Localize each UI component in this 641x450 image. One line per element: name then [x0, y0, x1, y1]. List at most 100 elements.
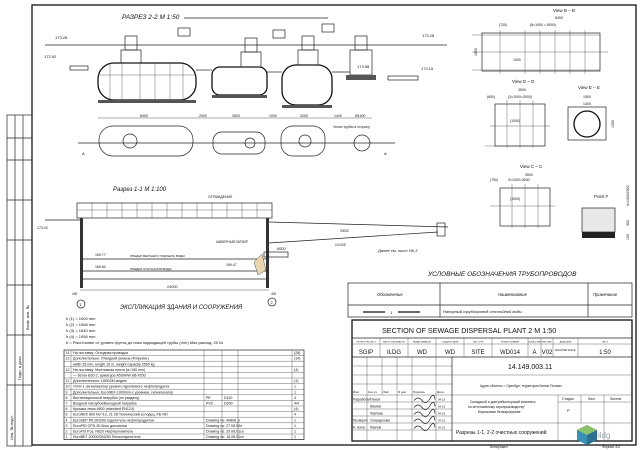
dimension: 1300: [583, 102, 591, 106]
view-title: Point F: [594, 194, 609, 199]
spec-name: EuroFIX Pos. N620 Нефтеуловитель: [73, 430, 133, 434]
signature-row: Иванов 04.15: [370, 401, 445, 410]
view-title: View B – B: [553, 8, 575, 13]
view-title: View C – C: [520, 164, 543, 169]
spec-name: Входной патрубок/Выходной патрубок: [73, 402, 137, 406]
elevation: 173.58: [357, 64, 370, 69]
pipe-length: 20000: [340, 229, 349, 233]
dimension: (8×1000 = 8000): [530, 23, 556, 27]
dimension: 1440: [334, 114, 342, 118]
spec-qty: 1: [294, 390, 296, 394]
view-title: View E – E: [578, 85, 600, 90]
col-head: N док.: [398, 390, 407, 394]
dimension: (700): [499, 23, 507, 27]
spec-no: 6: [66, 407, 68, 411]
spec-no: 14: [66, 351, 70, 355]
dimension: 1500: [583, 95, 591, 99]
legend-symbol: 1: [390, 310, 393, 315]
spec-spec: Drawing no: 27.08.00e: [206, 424, 242, 428]
col-head: Кол.уч.: [368, 390, 378, 394]
person-name: Иванов: [370, 405, 381, 409]
spec-name: Вентиляционный патрубок (по разделу): [73, 396, 139, 400]
legend-title: УСЛОВНЫЕ ОБОЗНАЧЕНИЯ ТРУБОПРОВОДОВ: [427, 271, 577, 278]
dimension: 3500: [525, 173, 533, 177]
copied-label: Копировал: [490, 445, 508, 449]
spec-qty: 1: [294, 424, 296, 428]
legend-header: Обозначение: [377, 292, 403, 297]
spec-spec: PE: [206, 396, 211, 400]
object-address: Адрес объекта: г. Оренбург, территория Б…: [480, 384, 562, 388]
svg-text:2: 2: [271, 300, 274, 305]
spec-row: 5 EuroREK 800 No=13, 21-28 Технический ко…: [66, 413, 297, 417]
valve-label: ШИБЕРНЫЙ ЗАТВОР: [216, 240, 248, 244]
code-value: V02: [542, 350, 553, 356]
stage-head: Стадия: [562, 397, 574, 401]
stage-head: Лист: [588, 397, 596, 401]
person-name: Павлова: [370, 412, 383, 416]
explication-title: ЭКСПЛИКАЦИЯ ЗДАНИЯ И СООРУЖЕНИЯ: [120, 305, 243, 311]
signature-mark: [413, 422, 436, 431]
code-value: ILDG: [387, 350, 401, 356]
spec-qty: 1: [294, 435, 296, 439]
code-label: НОМЕР NUMBER: [501, 342, 520, 344]
point-f-detail: Point F 300 100 h=1400/2300: [581, 185, 630, 240]
svg-text:ildg: ildg: [598, 431, 610, 440]
legend-header: Примечание: [593, 292, 618, 297]
spec-no: 8: [66, 396, 68, 400]
manhole-circle: [573, 110, 601, 138]
code-label: ДАТА DATE: [560, 341, 572, 344]
sign-date: 04.15: [438, 398, 445, 402]
dimension: 400: [72, 292, 78, 296]
section-2-2: РАЗРЕЗ 2-2 М 1:50 173.28 172.92 173.28 1…: [44, 14, 447, 157]
spec-name: Дополнительно: LAB02M модем: [73, 379, 127, 383]
outlet-pipe: [268, 221, 449, 228]
title-block: SECTION OF SEWAGE DISPERSAL PLANT 2 M 1:…: [351, 319, 633, 449]
spec-no: 5: [66, 413, 68, 417]
view-title: View D – D: [512, 79, 535, 84]
spec-qty: (4): [294, 407, 298, 411]
stage-head: Листов: [610, 397, 621, 401]
dimension: 24000: [167, 285, 178, 289]
spec-name: — бетон B30-2, арматура A500HW Ø6 #200: [73, 374, 146, 378]
spec-name: EuroBET 20000/DN250 Пескоотделитель: [73, 435, 141, 439]
stage-value: Р: [567, 408, 570, 413]
person-name: Глухов: [370, 398, 380, 402]
spec-no: 12: [66, 368, 70, 372]
dimension: (3×1000=3000): [508, 95, 532, 99]
scale-label: МАСШТАБ SCALE: [555, 349, 576, 352]
dimension: 3500: [518, 88, 526, 92]
drawing-title: SECTION OF SEWAGE DISPERSAL PLANT 2 M 1:…: [382, 326, 556, 335]
view-d-d: View D – D 3500 (3×1000=3000) (600) (100…: [485, 79, 550, 148]
spec-qty: (14): [294, 357, 300, 361]
spec-name: EuroREK 800 No=13, 21-28 Технический кол…: [73, 413, 168, 417]
sign-date: 04.15: [438, 419, 445, 423]
view-c-c: View C – C 3500 3×1000=3000 (750) (1000): [490, 164, 555, 228]
dimension: 1300: [611, 120, 615, 128]
section-1-1-title: Разрез 1-1 М 1:100: [113, 187, 167, 193]
code-label: ПРОЕКТ PROJECT: [356, 342, 376, 344]
water-level-min: ПРЕДЕЛ ОПУСКАНИЯ ВОДЫ: [130, 267, 172, 271]
spec-name: width 35 mm, length 10 m, weight capacit…: [73, 362, 155, 366]
spec-qty: 1: [294, 385, 296, 389]
code-label: СТАДИЯ STAGE: [442, 341, 459, 344]
code-label: ЛИСТ: [602, 342, 609, 344]
spec-qty: 4: [294, 413, 296, 417]
dimension: 1000: [269, 114, 277, 118]
explication: 1 2 ЭКСПЛИКАЦИЯ ЗДАНИЯ И СООРУЖЕНИЯ h (1…: [63, 297, 305, 440]
spec-code: D200: [224, 402, 233, 406]
h-line: h (3) = 1640 mm: [66, 328, 96, 333]
sign-date: 04.15: [438, 412, 445, 416]
spec-no: 4: [66, 418, 68, 422]
role: Проверил: [353, 419, 368, 423]
